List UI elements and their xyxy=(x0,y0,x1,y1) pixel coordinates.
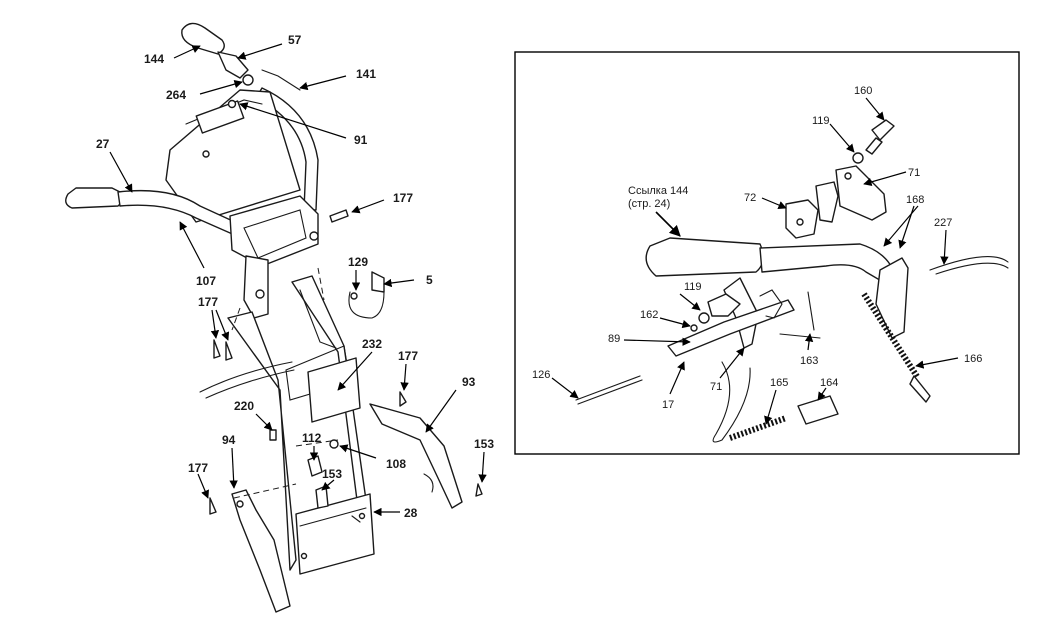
bolt-163-shape xyxy=(807,291,815,331)
main-column-left xyxy=(227,311,297,571)
reference-note-line2: (стр. 24) xyxy=(628,198,670,210)
inset-callout-119-lower: 119 xyxy=(684,281,702,293)
inset-callout-163: 163 xyxy=(800,355,818,367)
side-bracket-168 xyxy=(875,257,909,339)
inset-callout-126: 126 xyxy=(532,369,550,381)
callout-112: 112 xyxy=(302,431,322,445)
inset-callout-89: 89 xyxy=(608,333,620,345)
inset-assembly-drawing xyxy=(575,119,1009,443)
grip-144-shape xyxy=(181,22,225,55)
callout-177-top: 177 xyxy=(393,191,413,205)
callout-91: 91 xyxy=(354,133,368,147)
callout-141: 141 xyxy=(356,67,376,81)
base-bracket-28 xyxy=(295,493,375,575)
clip-220-shape xyxy=(269,429,277,441)
nut-108-shape xyxy=(329,439,339,449)
callout-108: 108 xyxy=(386,457,406,471)
inset-callout-labels: 160 119 71 72 168 227 119 162 89 126 17 … xyxy=(532,85,982,411)
lever-17 xyxy=(667,299,795,357)
left-leaders xyxy=(109,43,487,517)
reference-note-line1: Ссылка 144 xyxy=(628,185,688,197)
handle-assembly-drawing xyxy=(65,22,483,613)
callout-144: 144 xyxy=(144,52,164,66)
inset-callout-160: 160 xyxy=(854,85,872,97)
plate-71-top-a xyxy=(815,181,839,223)
callout-177-left: 177 xyxy=(198,295,218,309)
screw-153-right xyxy=(475,483,483,497)
callout-264: 264 xyxy=(166,88,186,102)
callout-177-bottom: 177 xyxy=(188,461,208,475)
callout-28: 28 xyxy=(404,506,418,520)
bolt-112-shape xyxy=(307,455,323,477)
inset-callout-71-top: 71 xyxy=(908,167,920,179)
inset-callout-166: 166 xyxy=(964,353,982,365)
callout-129: 129 xyxy=(348,255,368,269)
screw-177-bottom xyxy=(209,497,217,515)
pin-160-shape xyxy=(871,119,895,141)
mid-frame xyxy=(243,255,269,319)
inset-callout-72: 72 xyxy=(744,192,756,204)
cable-227 xyxy=(929,256,1009,271)
spring-166 xyxy=(861,292,921,380)
bushing-119-top xyxy=(852,152,864,164)
inset-callout-165: 165 xyxy=(770,377,788,389)
cable-141-end xyxy=(261,69,301,91)
inset-callout-164: 164 xyxy=(820,377,838,389)
callout-94: 94 xyxy=(222,433,236,447)
left-callout-labels: 144 57 264 141 91 27 177 107 129 5 177 2… xyxy=(96,33,494,520)
upper-bracket xyxy=(229,195,319,267)
inset-callout-17: 17 xyxy=(662,399,674,411)
bushing-119-lower xyxy=(698,312,710,324)
control-plate xyxy=(165,89,301,223)
callout-177-right: 177 xyxy=(398,349,418,363)
lever-57-shape xyxy=(217,51,249,79)
callout-57: 57 xyxy=(288,33,302,47)
panel-232 xyxy=(307,357,361,423)
inset-callout-119-top: 119 xyxy=(812,115,830,127)
spring-165 xyxy=(728,415,788,441)
inset-callout-71-lower: 71 xyxy=(710,381,722,393)
nut-264-shape xyxy=(242,74,254,86)
callout-220: 220 xyxy=(234,399,254,413)
callout-27: 27 xyxy=(96,137,110,151)
callout-153-right: 153 xyxy=(474,437,494,451)
washer-162 xyxy=(690,324,698,332)
inset-leaders xyxy=(551,97,959,425)
inset-handle-grip xyxy=(645,237,764,277)
callout-5: 5 xyxy=(426,273,433,287)
screw-177-top xyxy=(329,209,349,223)
callout-153-mid: 153 xyxy=(322,467,342,481)
rod-126 xyxy=(575,375,641,401)
inset-callout-227: 227 xyxy=(934,217,952,229)
side-bracket-94 xyxy=(231,489,291,613)
screw-177-pair xyxy=(213,339,221,359)
callout-232: 232 xyxy=(362,337,382,351)
inset-callout-168: 168 xyxy=(906,194,924,206)
callout-93: 93 xyxy=(462,375,476,389)
screw-177-right xyxy=(399,391,407,407)
inset-callout-162: 162 xyxy=(640,309,658,321)
side-bracket-93 xyxy=(369,403,463,509)
callout-107: 107 xyxy=(196,274,216,288)
inset-handle-tube xyxy=(759,243,895,287)
spring-5-shape xyxy=(348,291,385,319)
